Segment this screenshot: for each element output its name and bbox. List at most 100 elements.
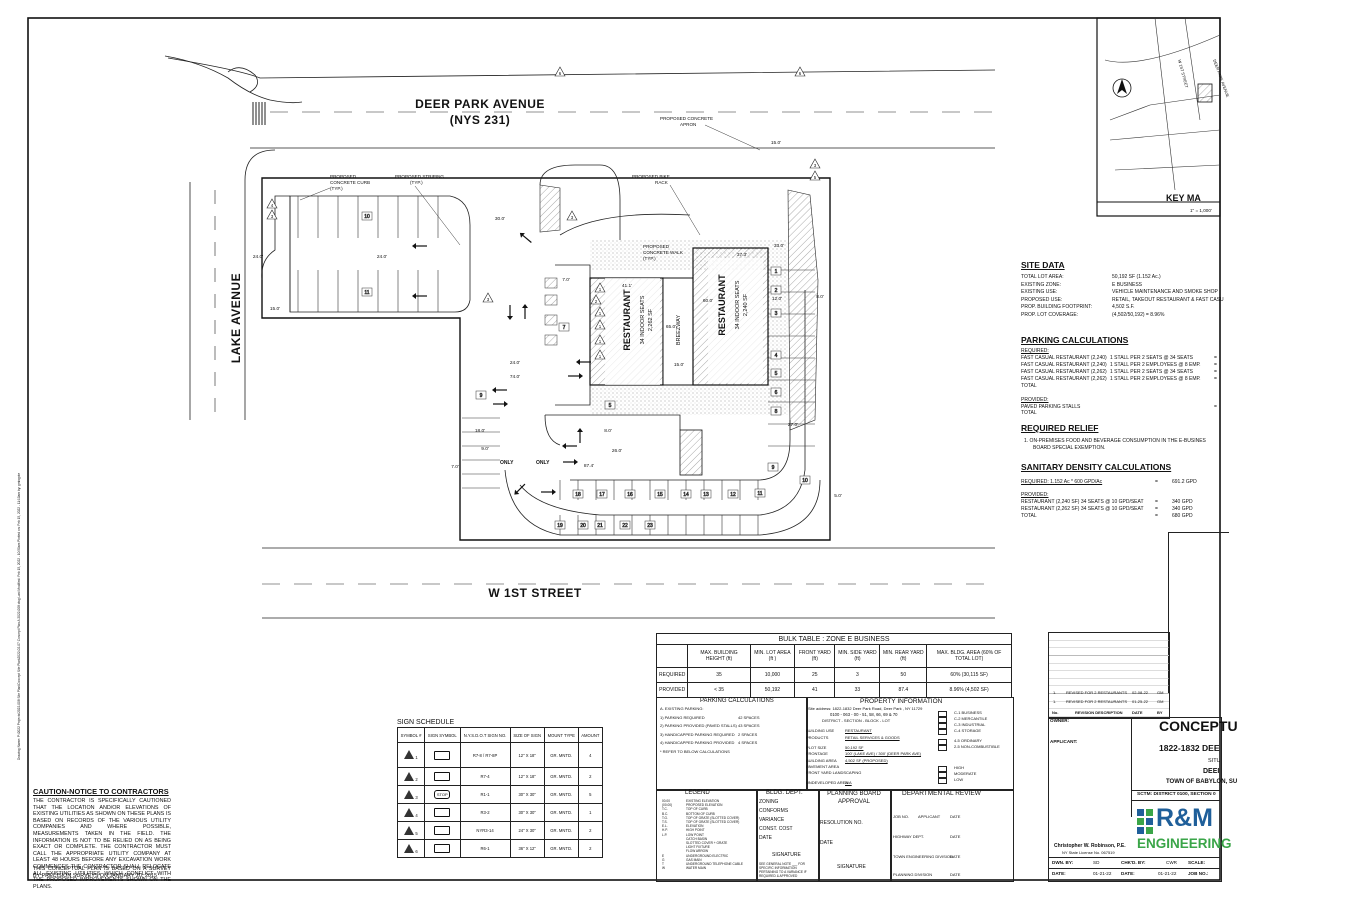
legend-item: SLOTTED COVER + GRATE (686, 841, 728, 845)
sign-tag: 1 (594, 282, 606, 293)
sign-cell: 36" X 12" (509, 839, 545, 858)
svg-text:8: 8 (775, 409, 778, 415)
revision-by: GM (1157, 699, 1164, 704)
svg-text:16: 16 (627, 492, 633, 498)
sign-cell: R7-4 (459, 767, 511, 786)
sign-tag: 3 (809, 158, 821, 169)
lake-avenue-road (189, 149, 276, 420)
bulk-header: MAX. BUILDING HEIGHT (ft) (687, 644, 751, 668)
svg-text:3: 3 (775, 311, 778, 317)
revision-date: 01-25-22 (1132, 699, 1149, 704)
traffic-arrow (492, 387, 507, 393)
sanitary-title: SANITARY DENSITY CALCULATIONS (1021, 462, 1172, 472)
bldg-note-line: PERTAINING TO A VARIANCE IF (759, 870, 807, 874)
dimension-label: 15.0' (270, 306, 280, 312)
property-value: RETAIL SERVICES & GOODS (845, 735, 900, 740)
bulk-table: BULK TABLE : ZONE E BUSINESS MAX. BUILDI… (655, 633, 1012, 698)
legend-item: WATER MAIN (686, 866, 707, 871)
legend-item: UNDERGROUND TELEPHONE CABLE (686, 862, 743, 866)
parking-eq: = (1214, 355, 1217, 361)
parking-box-line: * REFER TO BELOW CALCULATIONS (660, 748, 730, 754)
street-name-w-1st: W 1ST STREET (488, 586, 582, 600)
legend-item: EXISTING ELEVATION (686, 799, 720, 803)
bulk-header (655, 644, 689, 668)
bldg-field: CONFORMS (759, 808, 789, 814)
bldg-note-line: SPECIFIC INFORMATION (759, 866, 797, 870)
legend-code: G (662, 857, 665, 862)
bulk-cell: 10,000 (749, 667, 796, 683)
restaurant-1-label: RESTAURANT (622, 289, 632, 351)
drawing-stamp: Drawing Name: P:\2022 Projects\2022-008 … (17, 473, 21, 760)
svg-text:9: 9 (480, 393, 483, 399)
revision-grid (1048, 632, 1170, 719)
parking-use: FAST CASUAL RESTAURANT (2,240) (1021, 362, 1107, 368)
parking-provided-total: TOTAL (1021, 410, 1037, 416)
dimension-label: 27.0' (788, 422, 798, 428)
svg-text:6: 6 (799, 71, 802, 76)
property-key: PLOT SIZE (806, 745, 827, 750)
svg-text:5: 5 (609, 403, 612, 409)
legend-code: T.G. (662, 815, 668, 820)
traffic-arrow (412, 243, 427, 249)
sanitary-required: REQUIRED: 1.152 Ac * 600 GPD/Ac (1021, 479, 1103, 485)
parking-box-line: 1) PARKING REQUIRED (660, 714, 705, 720)
caution-title: CAUTION-NOTICE TO CONTRACTORS (33, 787, 169, 796)
stall-count: 20 (577, 520, 589, 530)
svg-text:(TYP.): (TYP.) (330, 186, 343, 191)
property-value: 4,502 SF (PROPOSED) (845, 758, 888, 763)
revision-date: 02-08-22 (1132, 690, 1149, 695)
site-data-value: 50,192 SF (1.152 Ac.) (1112, 274, 1161, 280)
legend-item: FLOW ARROW (686, 849, 709, 854)
site-data-title: SITE DATA (1021, 260, 1065, 270)
property-checkbox (938, 778, 947, 784)
traffic-arrow (493, 401, 508, 407)
svg-text:23: 23 (647, 523, 653, 529)
legend-code: 00.00 (662, 799, 670, 803)
parking-total-label: TOTAL (1021, 383, 1037, 389)
stall-count: 12 (727, 489, 739, 499)
property-value: 100' (LAKE AVE) / 300' (DEER PARK AVE) (845, 751, 922, 756)
site-data-key: PROP. BUILDING FOOTPRINT: (1021, 304, 1093, 311)
sanitary-value: 680 GPD (1172, 513, 1193, 519)
site-data-value: RETAIL, TAKEOUT RESTAURANT & FAST CASU (1112, 296, 1224, 303)
svg-text:4: 4 (775, 353, 778, 359)
property-key: FRONTAGE (806, 751, 828, 756)
dimension-label: 37.3' (737, 252, 747, 258)
legend-code: E.L. (662, 824, 668, 829)
svg-text:1: 1 (599, 311, 602, 316)
revision-header: No. (1052, 710, 1059, 715)
parking-box-value: 43 SPACES (738, 723, 760, 728)
dimension-label: 30.0' (495, 216, 505, 222)
property-check-label: 4-5 ORDINARY (954, 738, 982, 743)
sign-cell: GR. MNTD. (543, 785, 579, 804)
parking-box (656, 697, 808, 791)
bulk-cell: 33 (834, 682, 881, 698)
sanitary-use: TOTAL (1021, 513, 1037, 519)
traffic-arrows: 15.0'30.0'24.0'24.0'15.0'24.0'74.0'18.0'… (253, 140, 842, 499)
landscape-island (539, 184, 561, 233)
legend-item: PROPOSED ELEVATION (686, 803, 723, 808)
sctm-label: SCTM: DISTRICT 0100, SECTION 0 (1137, 792, 1216, 797)
legend-code: T.S. (662, 820, 668, 824)
bldg-field: ZONING (759, 799, 779, 805)
property-check-label: C-3 INDUSTRIAL (954, 722, 986, 727)
restaurant-1-area: 2,262 SF (648, 308, 654, 331)
svg-text:10: 10 (364, 214, 370, 220)
sign-symbol (424, 767, 461, 786)
legend-code: E (662, 853, 665, 858)
property-check-label: C-2 MERCANTILE (954, 716, 988, 721)
legend-code: T (662, 862, 664, 866)
stall-count: 5 (604, 400, 616, 410)
relief-item-1: 1. ON-PREMISES FOOD AND BEVERAGE CONSUMP… (1024, 438, 1206, 444)
bulk-cell: 50 (879, 667, 928, 683)
sign-cell: 5 (577, 785, 604, 804)
dimension-label: 24.0' (377, 254, 387, 260)
site-data-value: E BUSINESS (1112, 281, 1143, 288)
svg-text:12: 12 (730, 492, 736, 498)
key-map-title: KEY MA (1166, 193, 1201, 203)
dimension-label: 74.0' (510, 374, 520, 380)
street-name-lake-avenue: LAKE AVENUE (229, 273, 243, 363)
property-info-title: PROPERTY INFORMATION (860, 698, 943, 705)
property-checkbox (938, 729, 947, 735)
